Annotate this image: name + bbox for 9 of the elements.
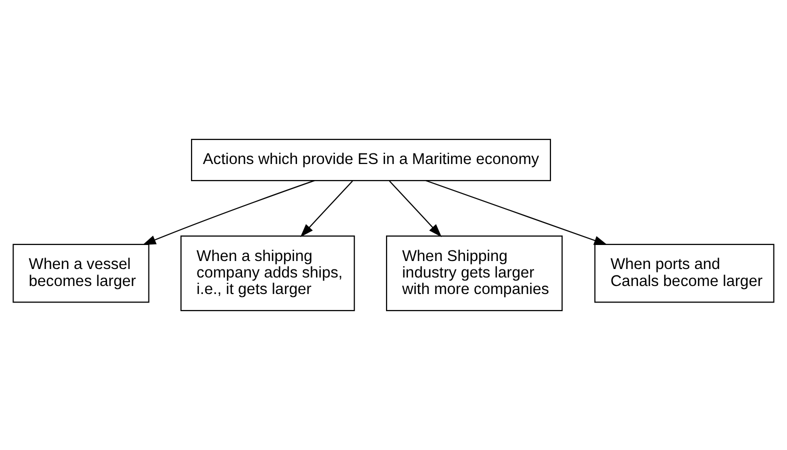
arrow	[300, 180, 353, 238]
node-box: When a shipping company adds ships, i.e., it gets larger	[180, 236, 355, 312]
arrow	[426, 180, 608, 245]
node-box: Actions which provide ES in a Maritime economy	[191, 138, 551, 182]
arrow	[142, 180, 315, 246]
node-box: When a vessel becomes larger	[12, 244, 150, 303]
node-box: When Shipping industry gets larger with more companies	[386, 236, 563, 312]
arrow	[389, 180, 442, 238]
node-box: When ports and Canals become larger	[594, 244, 774, 303]
